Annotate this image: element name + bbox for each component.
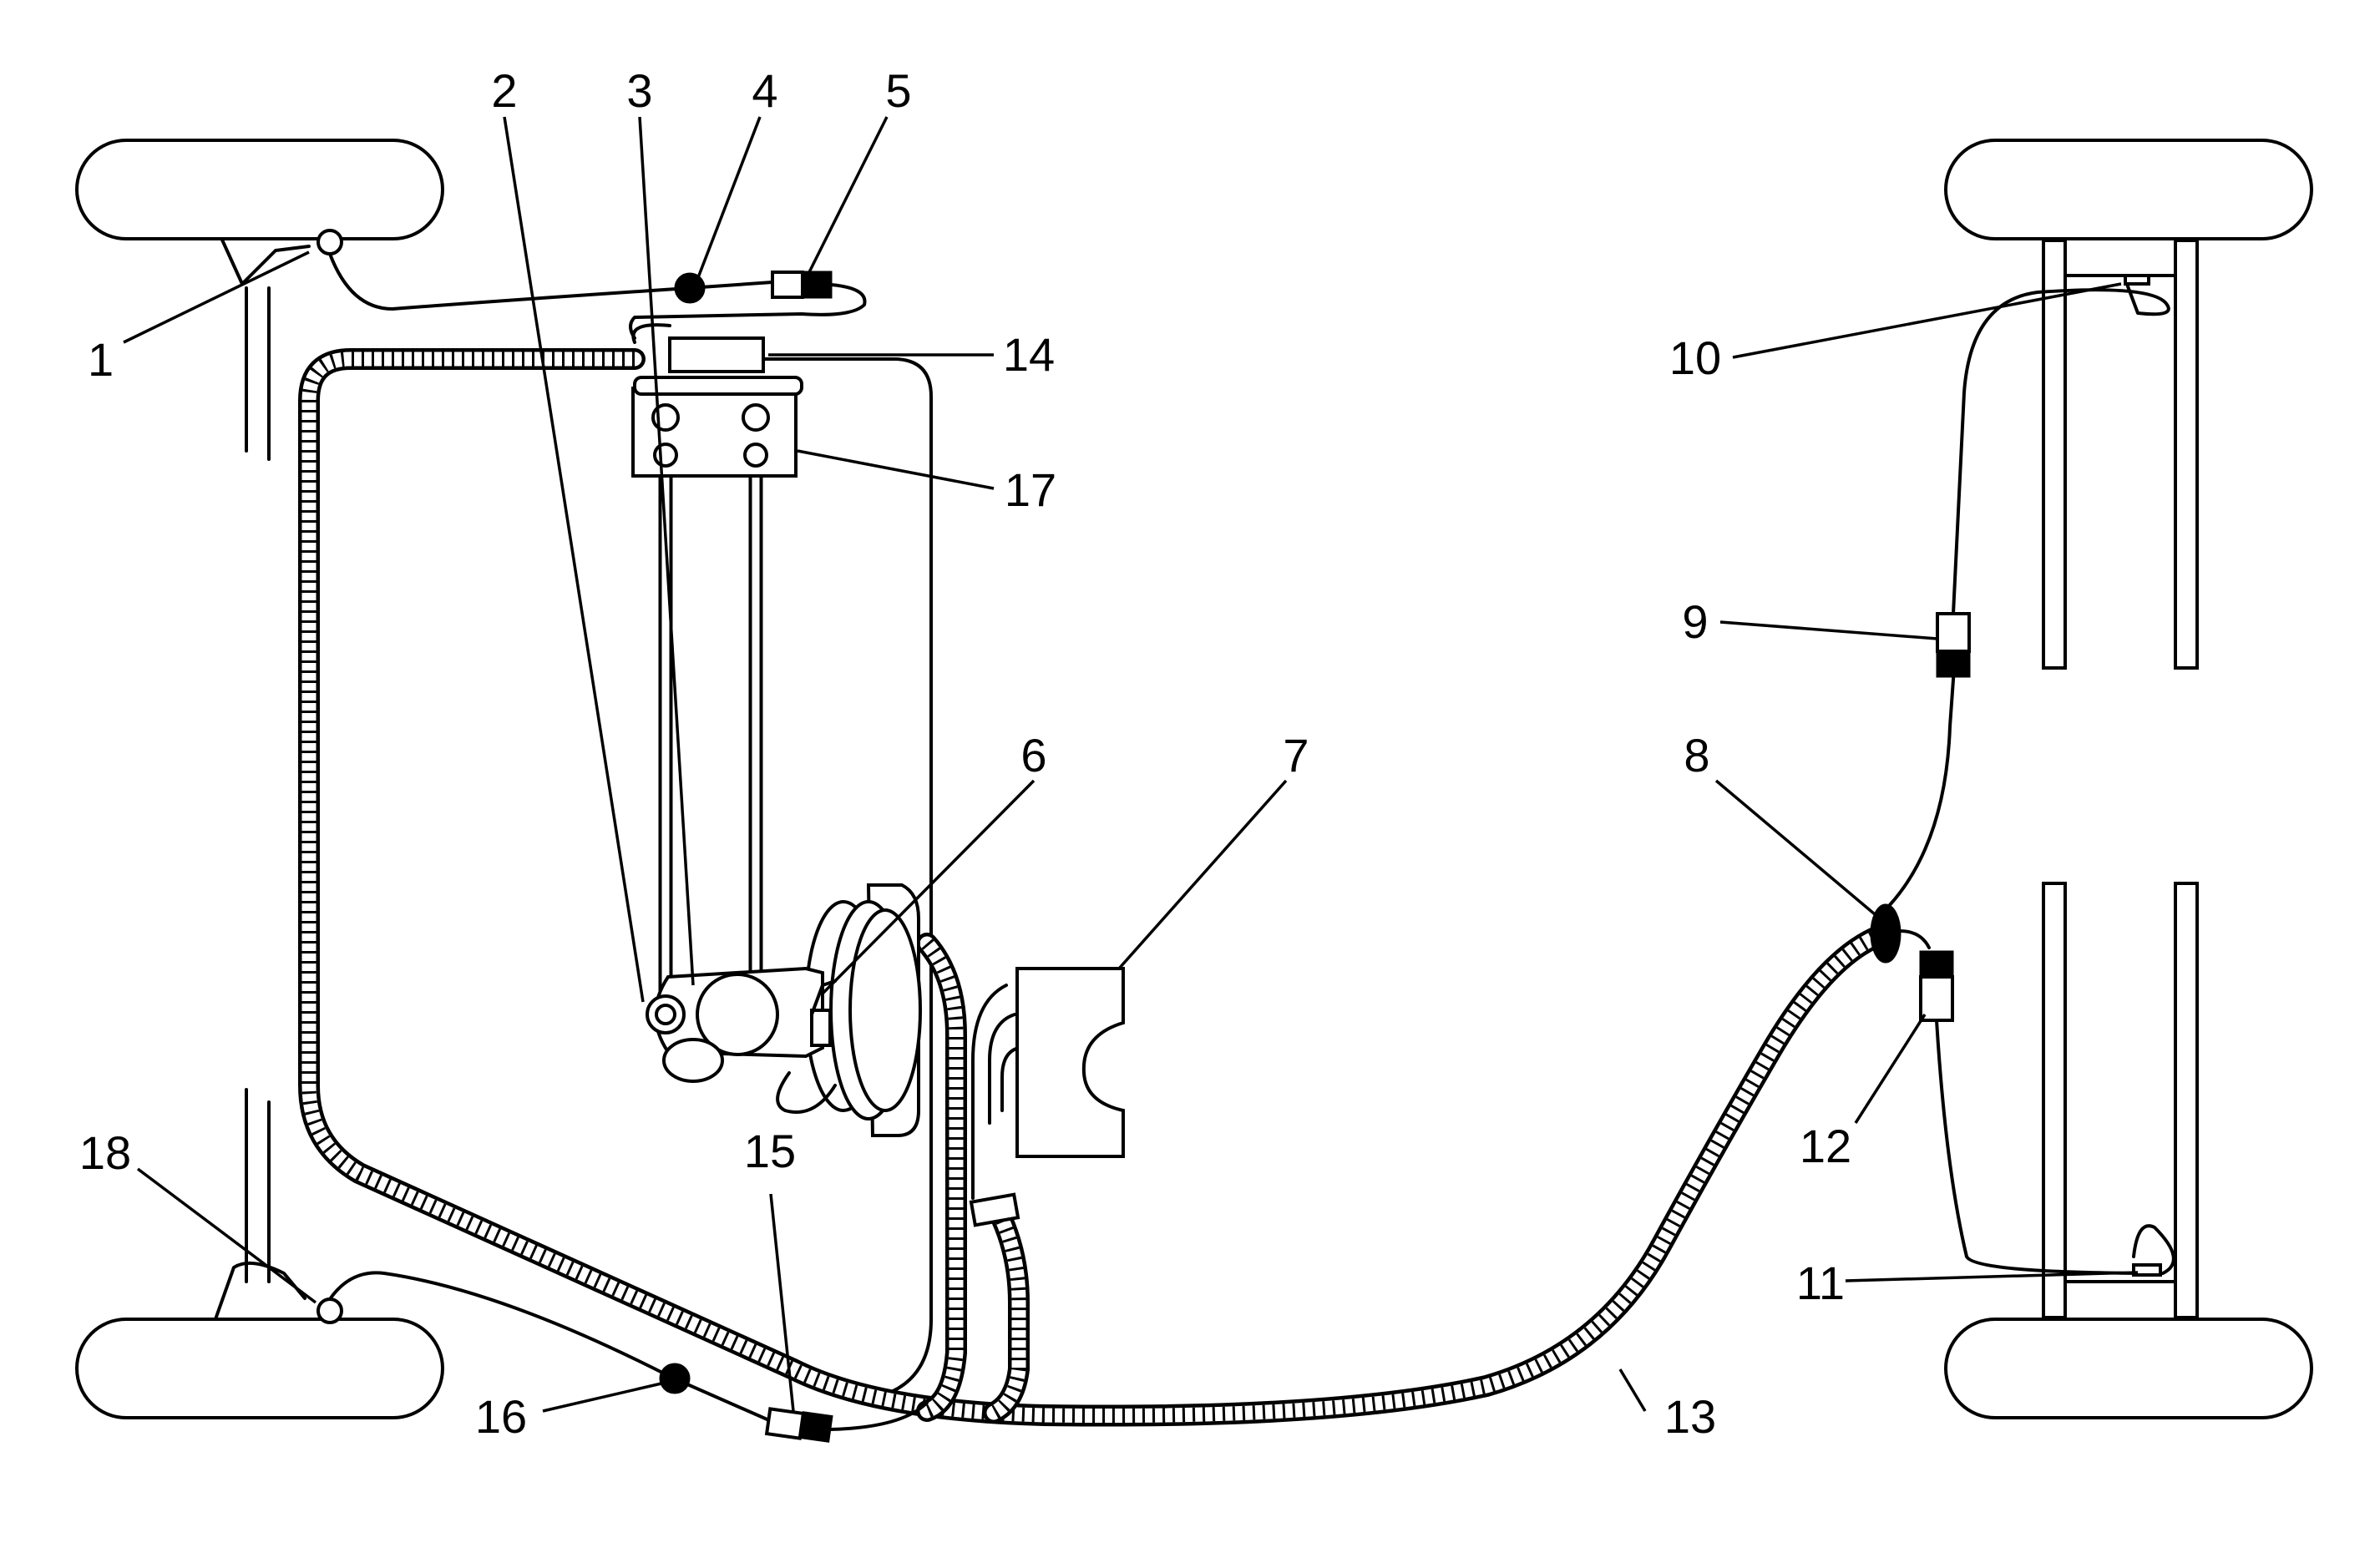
brake-pressure-sensor bbox=[631, 323, 765, 373]
body-outline bbox=[742, 357, 933, 1396]
callout-2: 2 bbox=[491, 64, 517, 117]
fluid-level-sensor bbox=[810, 979, 837, 1047]
front-left-sensor-wiring bbox=[316, 229, 867, 340]
callout-10: 10 bbox=[1669, 331, 1721, 384]
front-suspension bbox=[214, 236, 311, 1321]
callout-3: 3 bbox=[626, 64, 652, 117]
callout-9: 9 bbox=[1682, 595, 1708, 648]
rear-frame-rails bbox=[2042, 239, 2199, 1319]
callout-8: 8 bbox=[1684, 729, 1709, 782]
callout-6: 6 bbox=[1020, 729, 1046, 782]
harness-branches bbox=[916, 933, 1030, 1424]
front-right-wheel bbox=[75, 1318, 444, 1419]
callout-1: 1 bbox=[88, 333, 114, 386]
callout-labels: 1 2 3 4 5 6 7 8 9 10 11 12 13 14 15 16 1… bbox=[79, 64, 1851, 1443]
callout-11: 11 bbox=[1796, 1257, 1845, 1309]
ebcm-module bbox=[1015, 967, 1125, 1158]
rear-right-wheel bbox=[1944, 1318, 2313, 1419]
callout-13: 13 bbox=[1664, 1390, 1716, 1443]
callout-5: 5 bbox=[885, 64, 911, 117]
leader-lines bbox=[123, 116, 2139, 1413]
callout-16: 16 bbox=[475, 1390, 527, 1443]
callout-15: 15 bbox=[744, 1125, 796, 1177]
callout-14: 14 bbox=[1003, 328, 1055, 381]
callout-7: 7 bbox=[1283, 729, 1309, 782]
front-right-sensor-wiring bbox=[316, 1271, 929, 1443]
callout-18: 18 bbox=[79, 1126, 131, 1179]
front-left-wheel bbox=[75, 139, 444, 240]
rear-left-wheel bbox=[1944, 139, 2313, 240]
rear-sensor-wiring bbox=[1870, 274, 2175, 1277]
callout-12: 12 bbox=[1800, 1120, 1851, 1172]
wiring-harness bbox=[298, 348, 1896, 1427]
master-cylinder bbox=[646, 966, 824, 1083]
callout-4: 4 bbox=[752, 64, 777, 117]
callout-17: 17 bbox=[1005, 463, 1056, 516]
